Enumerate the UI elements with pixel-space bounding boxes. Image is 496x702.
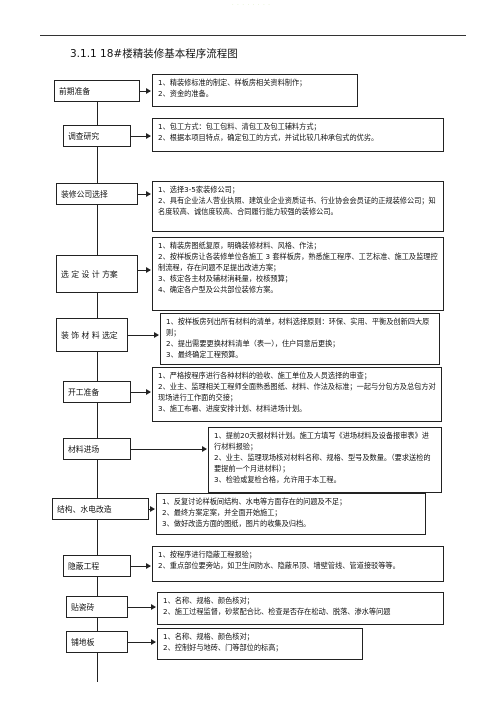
detail-line: 1、按程序进行隐蔽工程报验； xyxy=(158,550,257,559)
detail-box: 1、按程序进行隐蔽工程报验； 2、重点部位要旁站，如卫生间防水、隐蔽吊顶、墙壁管… xyxy=(152,546,444,582)
detail-line: 1、严格按程序进行各种材料的验收、施工单位及人员选择的审查； xyxy=(158,371,372,380)
arrow-connector xyxy=(140,88,151,94)
detail-box: 1、精装房图纸复原，明确装修材料、风格、作法； 2、按样板房让各装修单位各施工 … xyxy=(152,237,444,311)
detail-box: 1、精装修标准的制定、样板房相关资料制作； 2、资金的准备。 xyxy=(152,74,358,107)
detail-box: 1、名称、规格、颜色核对； 2、施工过程监督，砂浆配合比、检查是否存在松动、脱落… xyxy=(157,592,444,625)
page-title: 3.1.1 18#楼精装修基本程序流程图 xyxy=(70,48,238,60)
detail-box: 1、选择3-5家装修公司； 2、具有企业法人营业执照、建筑业企业资质证书、行业协… xyxy=(152,181,444,232)
detail-line: 2、根据本项目特点，确定包工的方式，并试比较几种承包式的优劣。 xyxy=(158,133,379,142)
step-label: 调查研究 xyxy=(68,131,100,141)
step-label: 前期准备 xyxy=(59,86,91,96)
detail-box: 1、按样板房列出所有材料的清单，材料选择原则：环保、实用、平衡及创新四大原则； … xyxy=(160,313,440,365)
step-label: 装修公司选择 xyxy=(61,189,108,199)
step-label: 材料进场 xyxy=(68,444,100,454)
detail-box: 1、反复讨论样板间结构、水电等方面存在的问题及不足； 2、最终方案定案，并全面开… xyxy=(156,493,426,535)
detail-line: 2、施工过程监督，砂浆配合比、检查是否存在松动、脱落、渗水等问题 xyxy=(163,607,391,616)
detail-line: 2、最终方案定案，并全面开始施工； xyxy=(162,508,282,517)
detail-line: 3、核定各主材及辅材消耗量，校核预算； xyxy=(158,274,292,283)
detail-line: 2、按样板房让各装修单位各施工 3 套样板房，熟悉施工程序、工艺标准、施工及监理… xyxy=(158,252,438,272)
step-box: 贴瓷砖 xyxy=(66,596,128,618)
detail-line: 1、名称、规格、颜色核对； xyxy=(163,596,254,605)
step-box: 装 饰 材 料 选定 xyxy=(56,318,128,352)
detail-box: 1、包工方式：包工包料、清包工及包工辅料方式； 2、根据本项目特点，确定包工的方… xyxy=(152,118,444,152)
step-label: 铺地板 xyxy=(71,637,95,647)
step-label: 选 定 设 计 方案 xyxy=(61,269,118,279)
arrow-connector xyxy=(138,191,151,197)
arrow-connector xyxy=(131,389,151,395)
step-box: 选 定 设 计 方案 xyxy=(56,255,138,293)
detail-line: 4、确定各户型及公共部位装修方案。 xyxy=(158,285,278,294)
detail-line: 2、业主、监理现场核对材料名称、规格、型号及数量。（要求送检的要提前一个月进材料… xyxy=(214,453,431,473)
arrow-connector xyxy=(128,639,156,645)
step-box: 隐蔽工程 xyxy=(63,555,131,577)
arrow-connector xyxy=(138,267,151,273)
page-watermark: · · · · · · · · xyxy=(232,2,271,8)
detail-line: 1、精装房图纸复原，明确装修材料、风格、作法； xyxy=(158,241,321,250)
detail-line: 2、业主、监理相关工程师全面熟悉图纸、材料、作法及标准；一起与分包方及总包方对现… xyxy=(158,382,436,402)
detail-line: 2、资金的准备。 xyxy=(158,89,213,98)
step-box: 前期准备 xyxy=(54,80,140,102)
arrow-connector xyxy=(131,133,151,139)
header-rule xyxy=(40,35,466,36)
step-label: 装 饰 材 料 选定 xyxy=(61,330,118,340)
arrow-connector xyxy=(128,332,159,338)
arrow-connector xyxy=(131,563,151,569)
step-box: 材料进场 xyxy=(63,438,131,460)
step-box: 结构、水电改造 xyxy=(52,498,149,520)
detail-line: 1、提前20天报材料计划。施工方填写《进场材料及设备报审表》进行材料报验； xyxy=(214,431,429,451)
detail-line: 1、反复讨论样板间结构、水电等方面存在的问题及不足； xyxy=(162,497,347,506)
detail-line: 3、最终确定工程预算。 xyxy=(166,350,243,359)
detail-line: 2、具有企业法人营业执照、建筑业企业资质证书、行业协会会员证的正规装修公司；知名… xyxy=(158,196,436,216)
detail-line: 2、提出需要更换材料清单（表一），住户同意后更换； xyxy=(166,339,340,348)
detail-box: 1、提前20天报材料计划。施工方填写《进场材料及设备报审表》进行材料报验； 2、… xyxy=(208,427,442,493)
arrow-connector xyxy=(128,604,156,610)
step-box: 铺地板 xyxy=(66,631,128,653)
detail-line: 2、重点部位要旁站，如卫生间防水、隐蔽吊顶、墙壁管线、管道接驳等等。 xyxy=(158,561,400,570)
detail-line: 3、做好改造方面的图纸，图片的收集及归档。 xyxy=(162,519,311,528)
detail-line: 1、选择3-5家装修公司； xyxy=(158,185,240,194)
step-box: 调查研究 xyxy=(63,125,131,147)
arrow-connector xyxy=(149,506,155,512)
step-box: 装修公司选择 xyxy=(56,183,138,205)
detail-box: 1、名称、规格、颜色核对； 2、控制好与地砖、门等部位的标高； xyxy=(157,628,363,660)
detail-line: 2、控制好与地砖、门等部位的标高； xyxy=(163,643,283,652)
step-box: 开工准备 xyxy=(63,381,131,403)
detail-line: 1、按样板房列出所有材料的清单，材料选择原则：环保、实用、平衡及创新四大原则； xyxy=(166,317,430,337)
step-label: 隐蔽工程 xyxy=(68,561,100,571)
detail-line: 1、包工方式：包工包料、清包工及包工辅料方式； xyxy=(158,122,321,131)
detail-line: 3、检验或复检合格，允许用于本工程。 xyxy=(214,475,341,484)
detail-box: 1、严格按程序进行各种材料的验收、施工单位及人员选择的审查； 2、业主、监理相关… xyxy=(152,367,442,422)
arrow-connector xyxy=(131,446,207,452)
step-label: 结构、水电改造 xyxy=(57,504,112,514)
step-label: 贴瓷砖 xyxy=(71,602,95,612)
detail-line: 3、施工布署、进度安排计划、材料进场计划。 xyxy=(158,404,307,413)
detail-line: 1、精装修标准的制定、样板房相关资料制作； xyxy=(158,78,307,87)
step-label: 开工准备 xyxy=(68,387,100,397)
detail-line: 1、名称、规格、颜色核对； xyxy=(163,632,254,641)
